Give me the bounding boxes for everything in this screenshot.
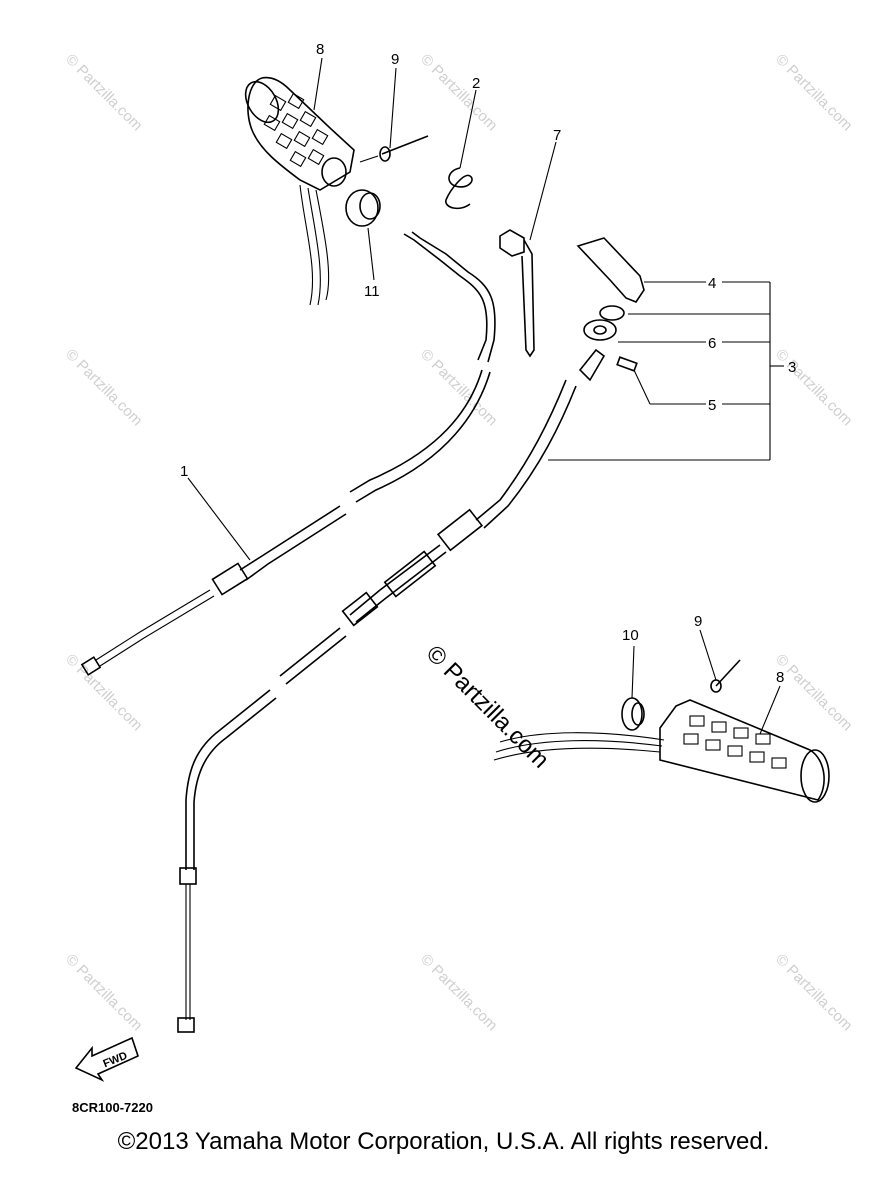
leader-lines <box>187 57 784 735</box>
callout-6: 6 <box>708 335 716 352</box>
watermark-text: © Partzilla.com <box>62 51 145 134</box>
callout-8: 8 <box>776 669 784 686</box>
part-code: 8CR100-7220 <box>72 1100 153 1115</box>
screw-top <box>359 135 429 163</box>
watermark-text: © Partzilla.com <box>772 951 855 1034</box>
fwd-label: FWD <box>101 1050 129 1071</box>
fwd-arrow-icon: FWD <box>74 1036 139 1082</box>
callouts: 8 9 2 7 11 4 6 3 5 1 10 9 8 <box>180 41 796 686</box>
cable-3 <box>177 348 606 1033</box>
watermark-center: © Partzilla.com <box>421 640 554 773</box>
clip-2 <box>445 167 473 210</box>
boot-7 <box>499 229 535 358</box>
watermark-text: © Partzilla.com <box>772 651 855 734</box>
watermark-text: © Partzilla.com <box>417 346 500 429</box>
watermark-text: © Partzilla.com <box>772 346 855 429</box>
callout-5: 5 <box>708 397 716 414</box>
copyright-text: ©2013 Yamaha Motor Corporation, U.S.A. A… <box>117 1128 770 1155</box>
callout-1: 1 <box>180 463 188 480</box>
watermark-text: © Partzilla.com <box>417 951 500 1034</box>
pin-5 <box>616 356 638 372</box>
washer-6 <box>583 305 625 341</box>
watermark-text: © Partzilla.com <box>62 951 145 1034</box>
callout-9: 9 <box>694 613 702 630</box>
callout-2: 2 <box>472 75 480 92</box>
lever-4 <box>576 237 645 303</box>
callout-10: 10 <box>622 627 639 644</box>
screw-bottom <box>710 659 741 693</box>
watermark-text: © Partzilla.com <box>772 51 855 134</box>
callout-3: 3 <box>788 359 796 376</box>
callout-7: 7 <box>553 127 561 144</box>
callout-9: 9 <box>391 51 399 68</box>
cable-1 <box>80 231 496 676</box>
callout-8: 8 <box>316 41 324 58</box>
collar-10 <box>621 697 645 731</box>
right-grip <box>493 699 830 803</box>
watermark-text: © Partzilla.com <box>417 51 500 134</box>
watermark-text: © Partzilla.com <box>62 346 145 429</box>
callout-11: 11 <box>364 283 380 300</box>
collar-11 <box>345 189 381 227</box>
callout-4: 4 <box>708 275 716 292</box>
left-grip <box>244 76 355 306</box>
